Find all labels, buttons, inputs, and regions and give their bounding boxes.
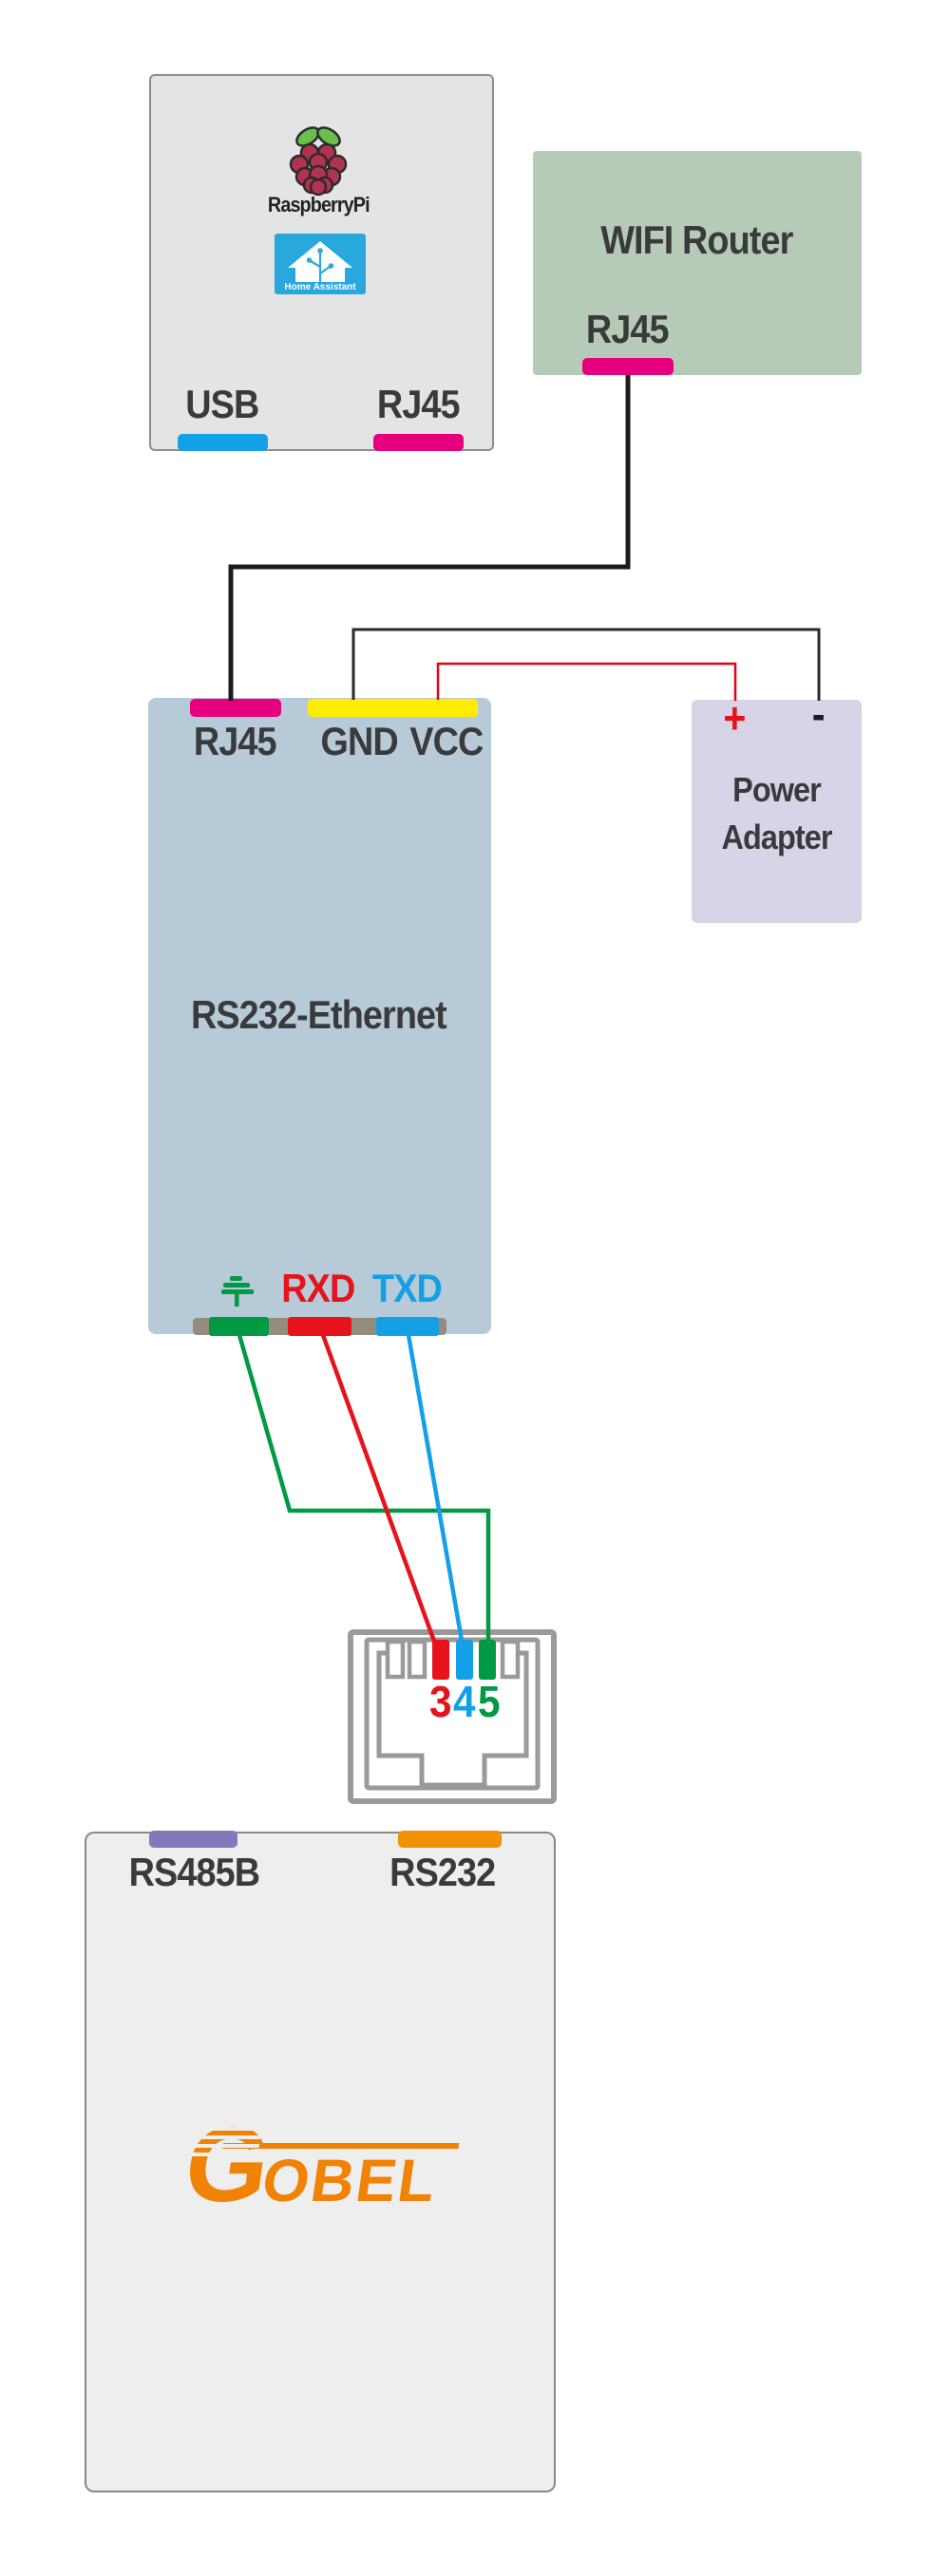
rs232-ethernet-box bbox=[148, 698, 491, 1334]
pi-usb-port bbox=[178, 434, 268, 451]
pi-rj45-label: RJ45 bbox=[376, 382, 461, 426]
wifi-rj45-label: RJ45 bbox=[585, 307, 670, 351]
converter-gnd-label: GND bbox=[320, 719, 398, 763]
power-minus-label: - bbox=[811, 689, 826, 739]
converter-rxd-label: RXD bbox=[281, 1266, 355, 1310]
gobel-g-stripe bbox=[193, 2127, 262, 2131]
gobel-rs485b-port bbox=[149, 1831, 238, 1848]
rj45-jack-pin-numbers: 3 4 5 bbox=[408, 1680, 522, 1723]
wifi-router-box bbox=[533, 151, 862, 375]
raspberry-pi-label-text: RaspberryPi bbox=[267, 193, 370, 216]
wifi-rj45-port bbox=[582, 358, 674, 375]
power-adapter-title-line1: Power bbox=[732, 770, 823, 809]
gobel-logo: G OBEL bbox=[178, 2105, 488, 2224]
raspberry-pi-label: RaspberryPi bbox=[176, 193, 461, 217]
gobel-device-box bbox=[85, 1832, 556, 2492]
gnd-wire bbox=[352, 628, 821, 701]
gobel-rs232-label: RS232 bbox=[390, 1850, 496, 1894]
power-adapter-box bbox=[692, 700, 862, 923]
converter-rj45-port bbox=[190, 699, 281, 717]
rj45-jack-slot-2 bbox=[407, 1639, 428, 1680]
pin5-number: 5 bbox=[477, 1677, 501, 1726]
wifi-router-title: WIFI Router bbox=[599, 217, 793, 262]
pin3-number: 3 bbox=[428, 1677, 452, 1726]
gobel-g-stripe bbox=[191, 2135, 261, 2139]
pi-rj45-port bbox=[373, 434, 464, 451]
converter-rj45-label: RJ45 bbox=[193, 719, 277, 763]
gobel-rs232-port bbox=[398, 1831, 502, 1848]
home-assistant-label: Home Assistant bbox=[284, 282, 356, 292]
gobel-g-stripe bbox=[190, 2144, 260, 2148]
power-plus-label: + bbox=[723, 693, 746, 743]
gobel-rs485b-label: RS485B bbox=[128, 1850, 259, 1894]
converter-txd-label: TXD bbox=[371, 1266, 443, 1310]
gnd-pin bbox=[209, 1317, 269, 1336]
rj45-jack-slot-6 bbox=[500, 1639, 521, 1680]
txd-pin bbox=[376, 1317, 439, 1336]
gobel-g-stripe bbox=[189, 2153, 258, 2156]
raspberry-pi-icon bbox=[285, 124, 352, 197]
gobel-logo-rest: OBEL bbox=[257, 2148, 442, 2214]
converter-title: RS232-Ethernet bbox=[190, 992, 447, 1037]
rj45-jack-pin5 bbox=[479, 1640, 496, 1680]
rxd-pin bbox=[288, 1317, 352, 1336]
converter-vcc-label: VCC bbox=[409, 719, 484, 763]
rj45-jack-pin3 bbox=[432, 1640, 449, 1680]
converter-power-terminal bbox=[308, 699, 478, 717]
txd-serial-wire bbox=[406, 1334, 467, 1658]
pin4-number: 4 bbox=[453, 1677, 476, 1726]
rj45-jack-pin4 bbox=[456, 1640, 473, 1680]
power-adapter-title-line2: Adapter bbox=[721, 818, 833, 856]
rxd-serial-wire bbox=[320, 1334, 443, 1658]
home-assistant-logo: Home Assistant bbox=[275, 234, 366, 294]
rj45-jack-slot-1 bbox=[385, 1639, 406, 1680]
ground-serial-wire bbox=[237, 1334, 491, 1657]
